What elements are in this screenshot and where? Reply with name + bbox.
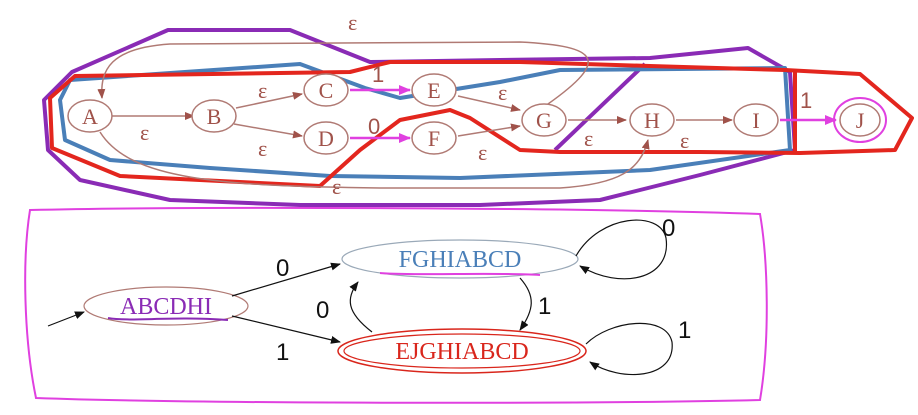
blue-closure-outline — [58, 62, 792, 180]
dfa-start-underline — [107, 317, 229, 321]
eps-arc-g-to-a — [97, 41, 589, 105]
edge-b-d — [233, 123, 303, 139]
nfa-state-f: F — [411, 121, 457, 155]
nfa-state-j-label: J — [856, 108, 865, 133]
label-c-e: 1 — [372, 62, 384, 87]
dfa-state-1: EJGHIABCD — [337, 328, 587, 374]
nfa-state-a-label: A — [82, 104, 98, 129]
nfa-state-g-label: G — [536, 108, 552, 133]
nfa-state-i-label: I — [752, 108, 759, 133]
eps-label-b-c: ε — [258, 78, 267, 103]
eps-arc-a-to-h — [99, 131, 650, 189]
eps-label-e-g: ε — [498, 80, 507, 105]
dfa-start-arrow — [47, 311, 85, 327]
dfa-state-start: ABCDHI — [83, 286, 249, 326]
purple-inner-divider — [553, 62, 647, 152]
dfa-edge-start-to-0 — [231, 262, 341, 297]
dfa-state-0-label: FGHIABCD — [399, 247, 522, 273]
dfa-label-start-on-1: 1 — [276, 339, 289, 366]
nfa-state-i: I — [733, 103, 779, 137]
dfa-state-0: FGHIABCD — [341, 239, 579, 279]
nfa-state-h-label: H — [644, 108, 660, 133]
dfa-label-start-on-0: 0 — [276, 255, 289, 282]
nfa-state-a: A — [67, 99, 113, 133]
dfa-label-loop-1: 1 — [678, 317, 691, 344]
nfa-state-d-label: D — [318, 126, 334, 151]
eps-label-g-h: ε — [584, 126, 593, 151]
dfa-state-0-underline — [379, 272, 541, 276]
eps-label-h-i: ε — [680, 128, 689, 153]
edge-b-c — [235, 91, 303, 109]
dfa-label-loop-0: 0 — [662, 215, 675, 242]
nfa-state-f-label: F — [428, 126, 440, 151]
dfa-label-1-to-0: 0 — [316, 297, 329, 324]
nfa-state-b: B — [191, 99, 237, 133]
purple-closure-outline — [42, 28, 797, 207]
eps-label-f-g: ε — [478, 140, 487, 165]
dfa-loop-state-0 — [575, 219, 667, 280]
edge-e-g — [457, 95, 521, 112]
nfa-state-c-label: C — [319, 78, 334, 103]
nfa-state-e-label: E — [427, 78, 440, 103]
nfa-state-e: E — [411, 73, 457, 107]
dfa-loop-state-1 — [585, 322, 673, 376]
dfa-edge-1-to-0 — [349, 281, 373, 333]
eps-label-bottom: ε — [332, 174, 341, 199]
eps-label-top: ε — [348, 10, 357, 35]
eps-label-a-b: ε — [140, 120, 149, 145]
dfa-label-0-to-1: 1 — [538, 293, 551, 320]
dfa-edge-0-to-1 — [519, 277, 532, 331]
edge-f-g — [457, 123, 521, 137]
dfa-edge-start-to-1 — [231, 315, 341, 344]
eps-label-b-d: ε — [258, 136, 267, 161]
dfa-state-1-label: EJGHIABCD — [395, 339, 528, 365]
nfa-state-h: H — [629, 103, 675, 137]
nfa-state-j: J — [833, 97, 887, 143]
nfa-state-d: D — [303, 121, 349, 155]
nfa-state-c: C — [303, 73, 349, 107]
nfa-state-g: G — [521, 103, 567, 137]
nfa-state-b-label: B — [207, 104, 222, 129]
label-i-j: 1 — [800, 88, 812, 113]
label-d-f: 0 — [368, 114, 380, 139]
dfa-panel-border — [24, 206, 768, 404]
dfa-state-start-label: ABCDHI — [120, 294, 212, 320]
